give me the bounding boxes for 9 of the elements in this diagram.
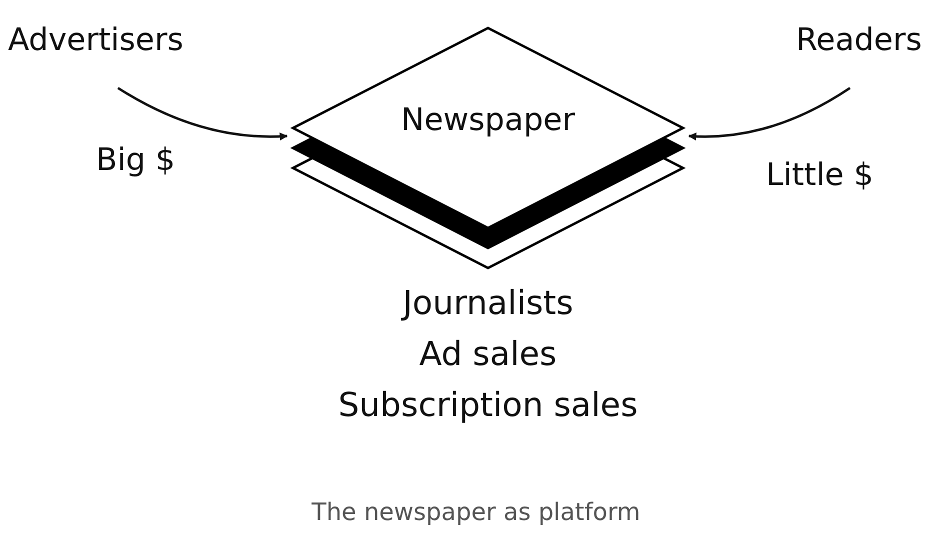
curved-arrow — [117, 86, 288, 140]
actor-label: Readers — [796, 22, 922, 58]
figure-caption: The newspaper as platform — [310, 498, 642, 526]
department-label: Ad sales — [418, 334, 558, 373]
department-label: Journalists — [400, 283, 574, 322]
node-label: Newspaper — [400, 102, 576, 138]
department-label: Subscription sales — [337, 385, 639, 424]
actor-label: Advertisers — [8, 22, 184, 58]
curved-arrow — [688, 86, 851, 140]
